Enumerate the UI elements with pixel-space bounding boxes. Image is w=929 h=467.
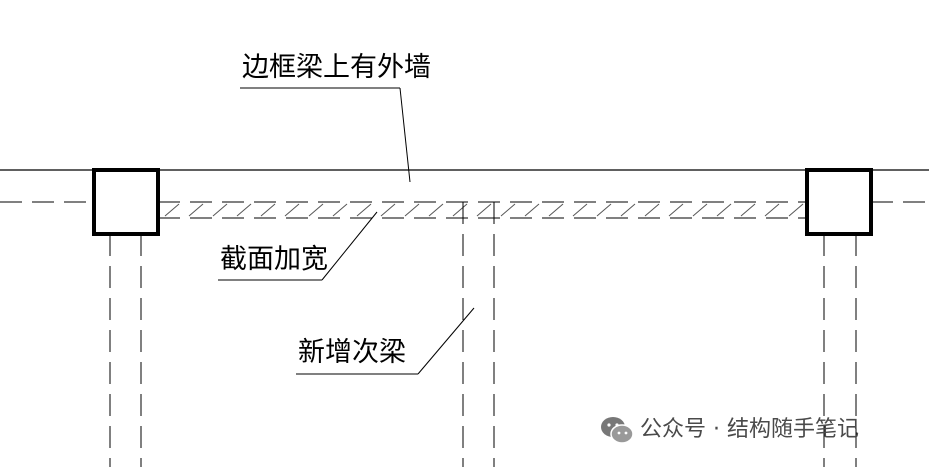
- hatch-mark: [308, 203, 324, 217]
- leader-new-secondary-beam: [296, 307, 475, 375]
- hatch-mark: [332, 203, 348, 217]
- hatch-mark: [644, 203, 660, 217]
- hatch-mark: [764, 203, 780, 217]
- hatch-mark: [164, 203, 180, 217]
- hatch-mark: [548, 203, 564, 217]
- frame-beam-vertical-right: [823, 234, 857, 467]
- leader-section-widen: [218, 211, 378, 281]
- wechat-icon: [601, 417, 634, 444]
- hatch-mark: [692, 203, 708, 217]
- new-secondary-beam-lines: [462, 202, 495, 467]
- hatch-mark: [740, 203, 756, 217]
- hatch-mark: [452, 203, 468, 217]
- hatch-mark: [236, 203, 252, 217]
- frame-beam-vertical-left: [109, 234, 142, 467]
- hatch-mark: [212, 203, 228, 217]
- label-new-secondary-beam: 新增次梁: [298, 337, 406, 368]
- widened-section-hatch: [164, 203, 804, 217]
- hatch-mark: [356, 203, 372, 217]
- column-right: [805, 168, 873, 236]
- hatch-mark: [404, 203, 420, 217]
- column-left: [92, 168, 160, 236]
- hatch-mark: [596, 203, 612, 217]
- hatch-mark: [500, 203, 516, 217]
- hatch-mark: [284, 203, 300, 217]
- hatch-mark: [620, 203, 636, 217]
- leader-wall-beam: [240, 87, 411, 183]
- hatch-mark: [260, 203, 276, 217]
- hatch-mark: [188, 203, 204, 217]
- watermark-text: 公众号 · 结构随手笔记: [640, 417, 859, 442]
- hatch-mark: [716, 203, 732, 217]
- label-section-widen: 截面加宽: [220, 244, 328, 275]
- hatch-mark: [524, 203, 540, 217]
- hatch-mark: [380, 203, 396, 217]
- frame-beam-dashed: [0, 201, 929, 219]
- hatch-mark: [572, 203, 588, 217]
- hatch-mark: [428, 203, 444, 217]
- label-wall-beam: 边框梁上有外墙: [242, 52, 431, 83]
- hatch-mark: [668, 203, 684, 217]
- hatch-mark: [788, 203, 804, 217]
- hatch-mark: [476, 203, 492, 217]
